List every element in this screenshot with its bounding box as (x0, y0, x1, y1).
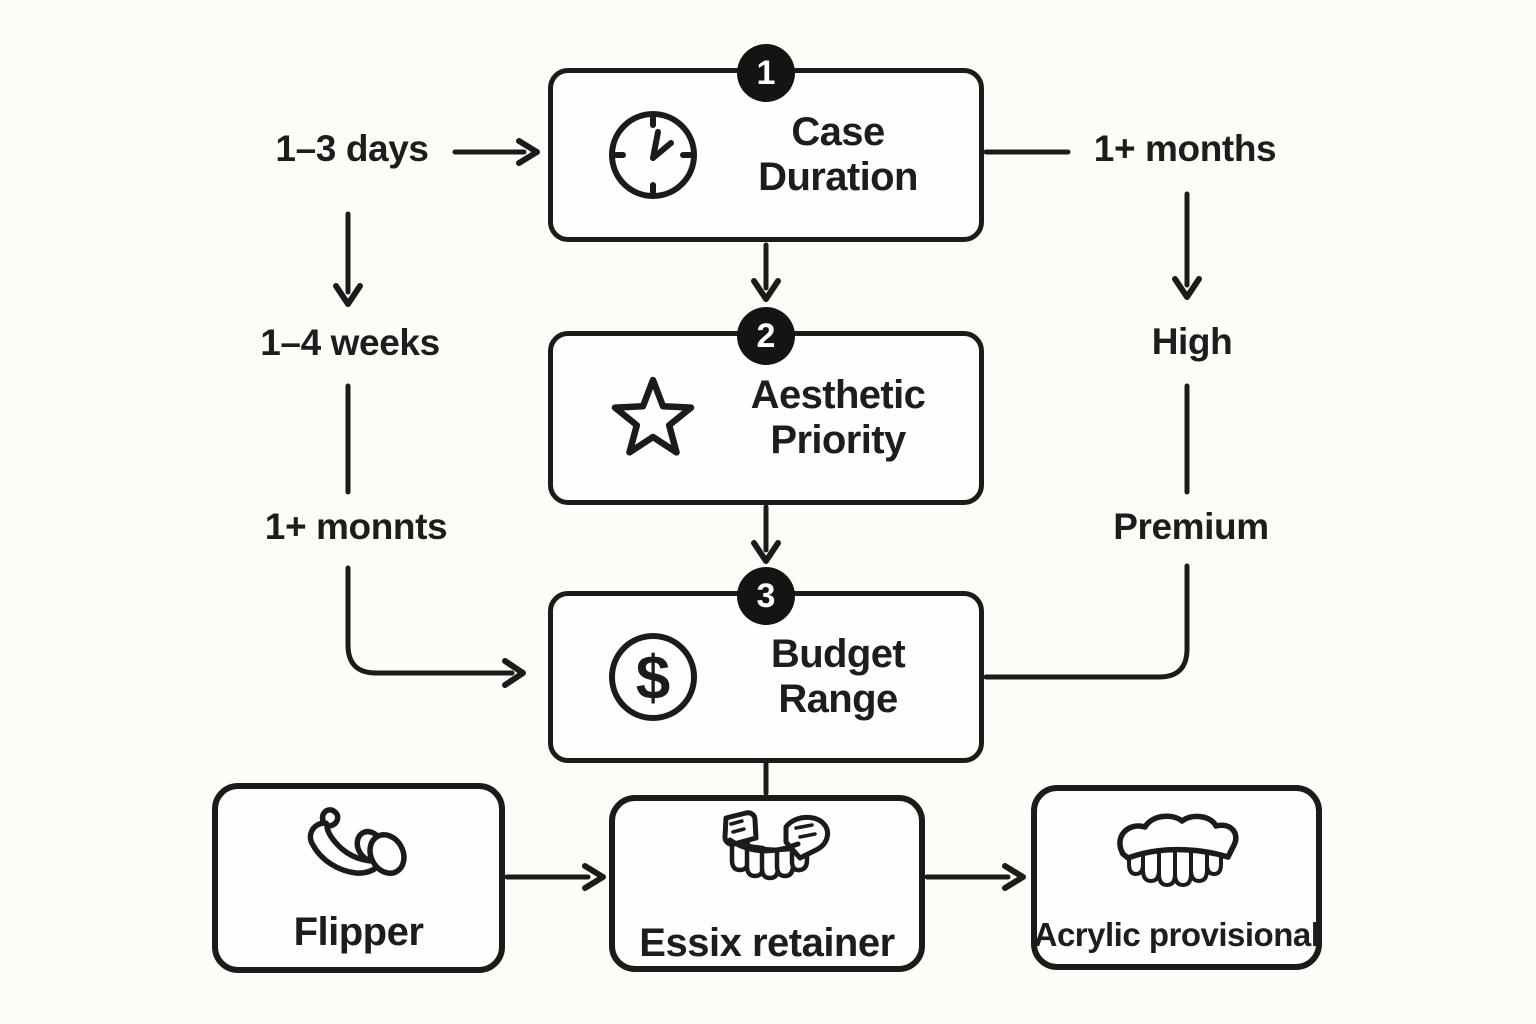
branch-label-1-plus-months: 1+ months (1093, 128, 1277, 169)
branch-label-1-4-weeks: 1–4 weeks (260, 322, 440, 363)
flipper-denture-icon (294, 801, 424, 896)
branch-label-1-plus-monnts: 1+ monnts (264, 506, 448, 547)
arrowhead (751, 278, 781, 302)
case-duration-box: 1 Case Duration (548, 44, 984, 242)
essix-retainer-box: Essix retainer (609, 795, 925, 972)
step-1-badge: 1 (737, 44, 795, 102)
arrowhead (516, 138, 540, 166)
budget-range-box: 3 $ Budget Range (548, 567, 984, 763)
step-1-title: Case Duration (758, 110, 918, 199)
step-2-number: 2 (756, 316, 776, 355)
branch-label-1-3-days: 1–3 days (275, 128, 429, 169)
arrow-months-to-budget (345, 565, 515, 676)
aesthetic-priority-box: 2 Aesthetic Priority (548, 307, 984, 505)
acrylic-provisional-box: Acrylic provisional (1031, 785, 1322, 970)
acrylic-provisional-label: Acrylic provisional (1033, 915, 1320, 953)
acrylic-denture-icon (1097, 802, 1257, 902)
flipper-label: Flipper (293, 910, 424, 954)
arrowhead (502, 658, 526, 688)
branch-label-premium: Premium (1113, 506, 1269, 547)
step-3-number: 3 (756, 576, 776, 615)
arrowhead (582, 863, 606, 891)
dollar-sign-icon: $ (603, 627, 703, 727)
branch-label-high: High (1151, 321, 1233, 362)
flipper-box: Flipper (212, 783, 505, 973)
line-premium-to-budget (983, 563, 1190, 680)
essix-retainer-label: Essix retainer (639, 920, 895, 965)
arrowhead (1172, 276, 1202, 300)
step-2-badge: 2 (737, 307, 795, 365)
step-3-badge: 3 (737, 567, 795, 625)
arrowhead (1002, 863, 1026, 891)
arrowhead (333, 283, 363, 307)
essix-retainer-icon (692, 802, 842, 907)
clock-icon (603, 105, 703, 205)
svg-text:$: $ (636, 644, 670, 713)
star-icon (603, 368, 703, 468)
step-3-title: Budget Range (770, 632, 906, 721)
step-1-number: 1 (756, 53, 776, 92)
step-2-title: Aesthetic Priority (750, 373, 926, 462)
arrowhead (751, 540, 781, 564)
